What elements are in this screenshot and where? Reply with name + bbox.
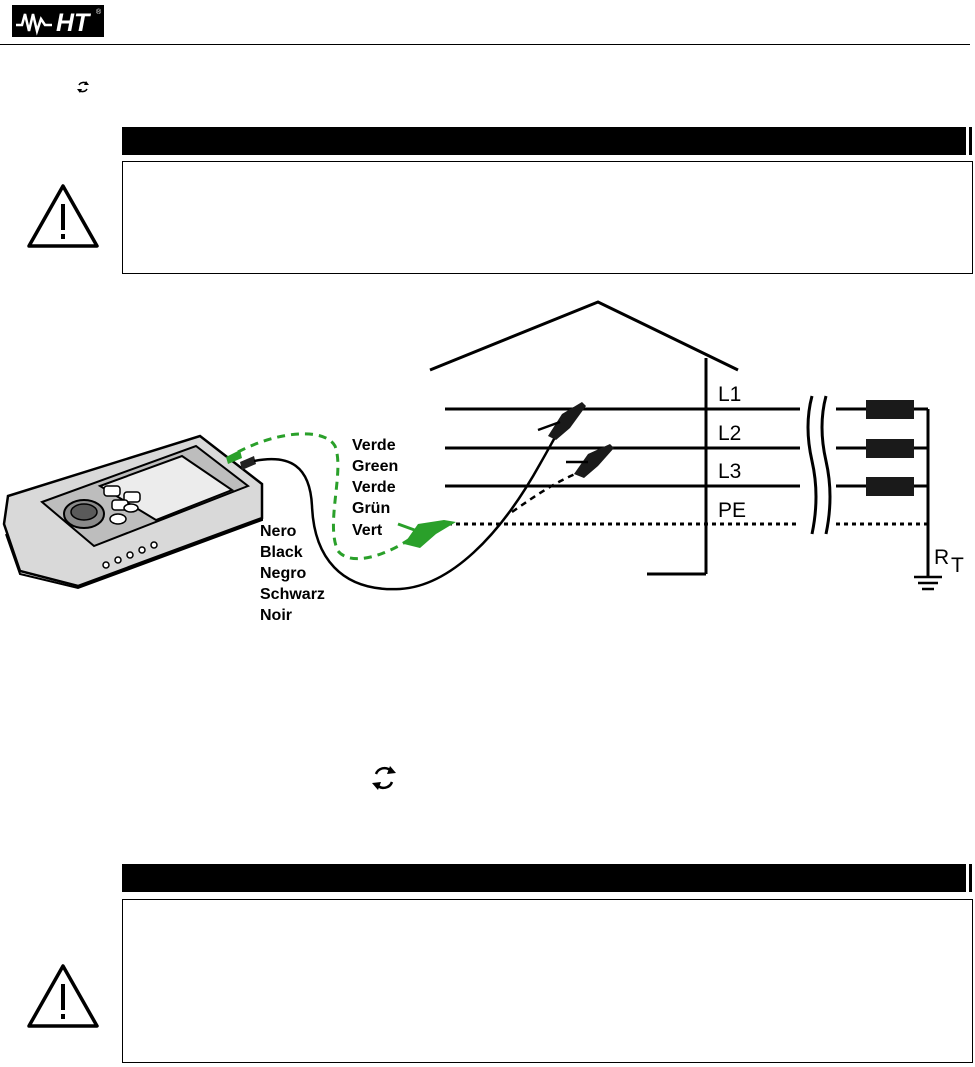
load-l2 — [866, 439, 914, 458]
black-label-nero: Nero — [260, 523, 297, 540]
label-rt-subscript: T — [951, 554, 964, 577]
label-l2: L2 — [718, 422, 741, 445]
header-rule — [0, 44, 970, 45]
green-label-vert: Vert — [352, 522, 383, 539]
warning-triangle-icon — [27, 184, 99, 248]
label-l3: L3 — [718, 460, 741, 483]
warning-box — [122, 161, 973, 274]
warning-triangle-icon — [27, 964, 99, 1028]
cycle-arrows-icon — [372, 766, 396, 790]
black-clip-l1 — [537, 402, 586, 440]
section-header-bar — [122, 864, 972, 892]
logo-text: HT — [56, 9, 92, 37]
label-pe: PE — [718, 499, 746, 522]
black-label-negro: Negro — [260, 565, 306, 582]
black-lead — [253, 407, 575, 591]
black-label-schwarz: Schwarz — [260, 586, 325, 603]
warning-box — [122, 899, 973, 1063]
green-lead — [237, 432, 415, 561]
tester-instrument — [2, 434, 264, 590]
black-clip-l2 — [566, 444, 614, 478]
building-roof — [429, 300, 739, 372]
black-label-noir: Noir — [260, 607, 292, 624]
registered-mark: ® — [96, 8, 102, 16]
connection-diagram: L1 L2 L3 PE R T — [2, 300, 964, 624]
green-label-verde-es: Verde — [352, 479, 396, 496]
load-l1 — [866, 400, 914, 419]
green-label-green: Green — [352, 458, 398, 475]
load-l3 — [866, 477, 914, 496]
green-label-gruen: Grün — [352, 500, 390, 517]
label-l1: L1 — [718, 383, 741, 406]
label-rt: R — [934, 546, 949, 569]
black-label-black: Black — [260, 544, 303, 561]
black-lead-branch — [511, 470, 581, 514]
cycle-arrows-icon — [77, 81, 89, 93]
earth-symbol — [914, 575, 942, 591]
line-break-right — [820, 395, 832, 535]
green-label-verde-it: Verde — [352, 437, 396, 454]
green-clip — [397, 520, 456, 548]
line-break-left — [806, 395, 818, 535]
ht-logo: HT ® — [12, 5, 104, 37]
section-header-bar — [122, 127, 972, 155]
